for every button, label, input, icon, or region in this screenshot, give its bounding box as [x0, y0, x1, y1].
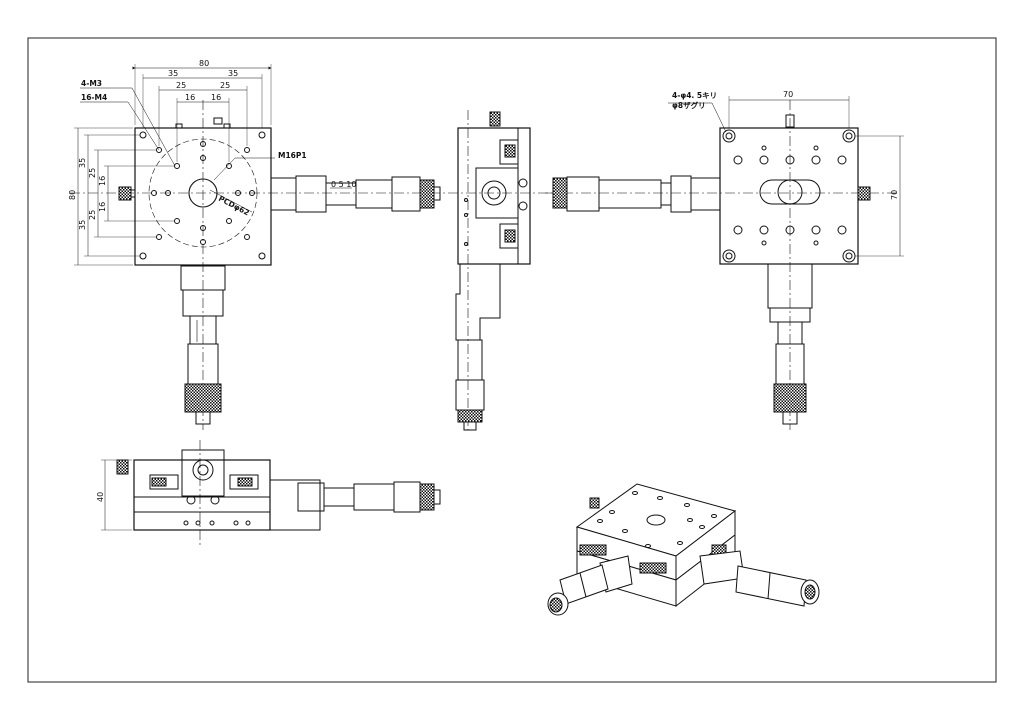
- dim-25-left: 25: [176, 81, 186, 90]
- dim-16-left: 16: [185, 93, 195, 102]
- callout-m16p1: M16P1: [278, 151, 307, 160]
- dim-35-left: 35: [168, 69, 178, 78]
- dim-35-top: 35: [78, 158, 87, 168]
- isometric-view: [547, 483, 820, 616]
- dim-35-bottom: 35: [78, 220, 87, 230]
- callout-4-m3: 4-M3: [81, 79, 102, 88]
- dim-25-bottom: 25: [88, 210, 97, 220]
- dim-25-right: 25: [220, 81, 230, 90]
- bottom-view: [545, 96, 904, 430]
- front-view: [101, 440, 441, 545]
- dim-16-right: 16: [211, 93, 221, 102]
- callout-16-m4: 16-M4: [81, 93, 107, 102]
- callout-pcd: PCDφ62: [217, 194, 251, 218]
- callout-hole: 4-φ4. 5キリ: [672, 91, 717, 100]
- sheet-border: [27, 37, 997, 683]
- dim-70-height: 70: [890, 190, 899, 200]
- dim-25-top: 25: [88, 168, 97, 178]
- callout-counterbore: φ8ザグリ: [672, 100, 706, 110]
- dim-16-bottom: 16: [98, 202, 107, 212]
- dim-80-width: 80: [199, 59, 209, 68]
- dim-70-width: 70: [783, 90, 793, 99]
- side-view: [455, 110, 531, 431]
- dim-35-right: 35: [228, 69, 238, 78]
- dim-40-height: 40: [96, 492, 105, 502]
- dim-16-top: 16: [98, 176, 107, 186]
- dim-80-vertical: 80: [68, 190, 77, 200]
- top-view: 0 5 10: [70, 64, 560, 430]
- svg-text:0 5 10: 0 5 10: [331, 180, 356, 189]
